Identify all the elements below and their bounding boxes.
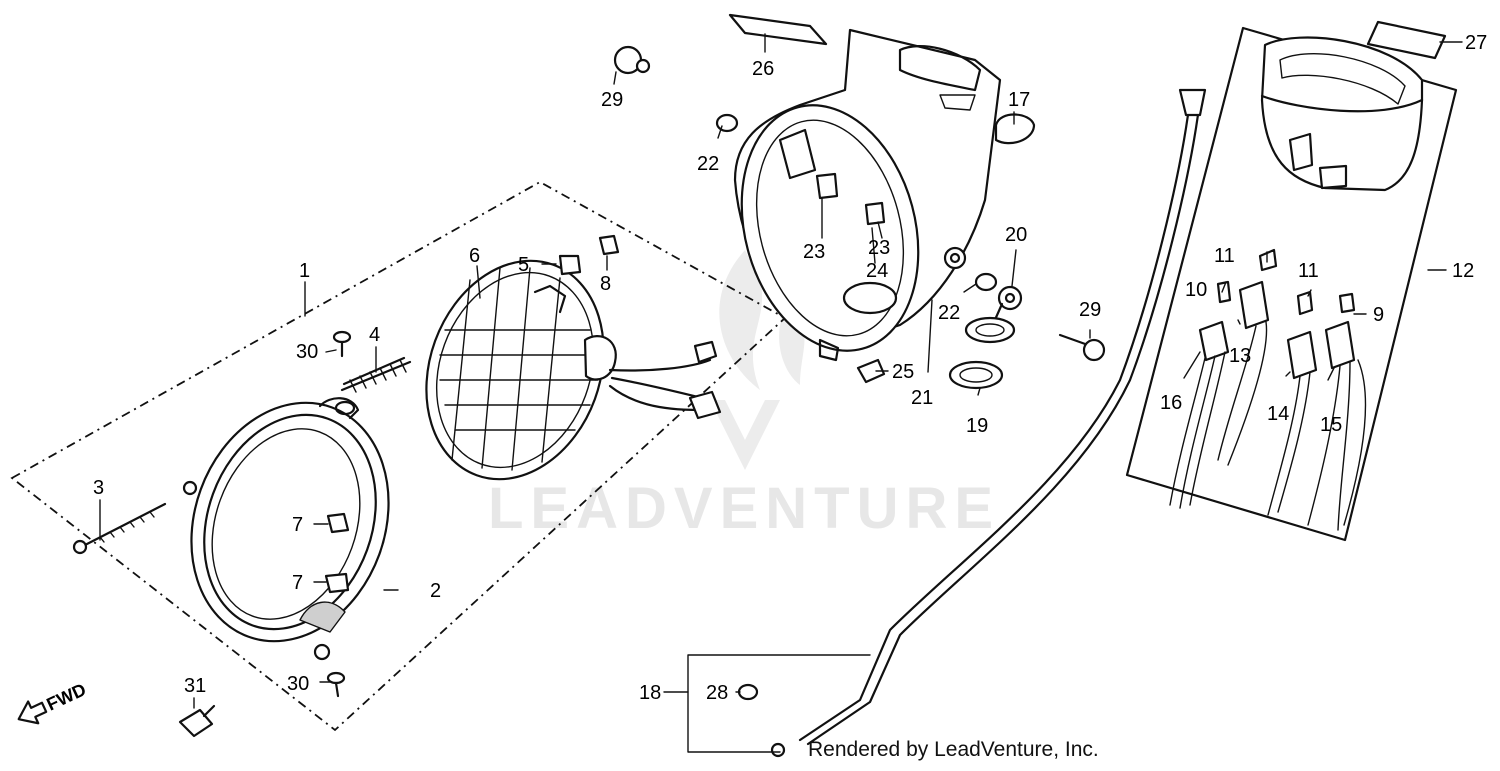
clip-23-left	[815, 172, 839, 200]
callout-11-left: 11	[1214, 245, 1235, 267]
credit-text: Rendered by LeadVenture, Inc.	[808, 738, 1099, 761]
screw-30-bottom	[326, 671, 346, 698]
callout-23-left: 23	[803, 241, 825, 263]
callouts: 1 2 3 4 5 6 7 7 8 9 10 11 11 12 13 14 15…	[93, 32, 1487, 704]
terminal-20	[992, 285, 1023, 324]
adjusting-screw	[72, 502, 167, 555]
callout-22-upper: 22	[697, 153, 719, 175]
callout-15: 15	[1320, 414, 1342, 436]
speedometer	[1260, 36, 1424, 192]
grommet-21	[964, 316, 1016, 344]
callout-19: 19	[966, 415, 988, 437]
headlight-case	[733, 28, 1002, 362]
callout-3: 3	[93, 477, 104, 499]
callout-7-upper: 7	[292, 514, 303, 536]
spring	[340, 356, 412, 393]
collar-8	[598, 234, 620, 256]
callout-31: 31	[184, 675, 206, 697]
fwd-arrow: FWD	[17, 679, 89, 725]
callout-4: 4	[369, 324, 380, 346]
callout-16: 16	[1160, 392, 1182, 414]
callout-29-right: 29	[1079, 299, 1101, 321]
leader-lines	[99, 33, 1463, 709]
callout-20: 20	[1005, 224, 1027, 246]
cap-17	[994, 113, 1036, 145]
sealed-beam-unit	[425, 259, 722, 481]
bulb-11-lower	[1296, 290, 1314, 316]
speedometer-cable	[770, 88, 1207, 758]
callout-28: 28	[706, 682, 728, 704]
grommet-19	[948, 360, 1004, 390]
bulb-29-top	[613, 45, 651, 75]
bulb-9	[1338, 292, 1356, 314]
callout-12: 12	[1452, 260, 1474, 282]
watermark-text: LEADVENTURE	[488, 476, 1000, 541]
grommet-19-inner	[959, 367, 993, 383]
bulb-11-upper	[1258, 248, 1278, 272]
callout-18: 18	[639, 682, 661, 704]
grommet-21-inner	[975, 323, 1005, 337]
callout-14: 14	[1267, 403, 1289, 425]
callout-22-lower: 22	[938, 302, 960, 324]
callout-2: 2	[430, 580, 441, 602]
callout-25: 25	[892, 361, 914, 383]
callout-30-top: 30	[296, 341, 318, 363]
emblem-27	[1366, 20, 1447, 60]
callout-17: 17	[1008, 89, 1030, 111]
collar-22-lower	[974, 272, 998, 292]
nut-5	[558, 254, 582, 276]
callout-24: 24	[866, 260, 888, 282]
callout-26: 26	[752, 58, 774, 80]
callout-27: 27	[1465, 32, 1487, 54]
callout-30-bottom: 30	[287, 673, 309, 695]
bolt-31	[178, 704, 216, 738]
bulb-10	[1216, 280, 1232, 304]
socket-15	[1307, 320, 1367, 531]
cable-box-18	[687, 654, 871, 753]
callout-29-top: 29	[601, 89, 623, 111]
callout-8: 8	[600, 273, 611, 295]
socket-13	[1217, 280, 1270, 466]
socket-16	[1169, 320, 1230, 509]
fwd-label: FWD	[43, 679, 89, 714]
callout-23-right: 23	[868, 237, 890, 259]
clip-23-right	[864, 201, 886, 226]
headlight-rim	[182, 397, 390, 661]
callout-9: 9	[1373, 304, 1384, 326]
socket-14	[1267, 330, 1318, 516]
collar-22-upper	[715, 113, 739, 133]
callout-1: 1	[299, 260, 310, 282]
callout-7-lower: 7	[292, 572, 303, 594]
callout-10: 10	[1185, 279, 1207, 301]
clip-7-lower	[324, 572, 350, 594]
headlight-assembly-box	[10, 180, 787, 732]
plug-25	[856, 358, 886, 384]
clip-7-upper	[326, 512, 350, 534]
screw-30-top	[332, 330, 352, 358]
callout-6: 6	[469, 245, 480, 267]
callout-5: 5	[518, 254, 529, 276]
washer-28	[737, 683, 759, 701]
callout-21: 21	[911, 387, 933, 409]
callout-11-right: 11	[1298, 260, 1319, 282]
watermark: LEADVENTURE	[488, 250, 1000, 541]
callout-13: 13	[1229, 345, 1251, 367]
emblem-26	[728, 13, 828, 46]
bolt-29-right	[1058, 333, 1106, 362]
